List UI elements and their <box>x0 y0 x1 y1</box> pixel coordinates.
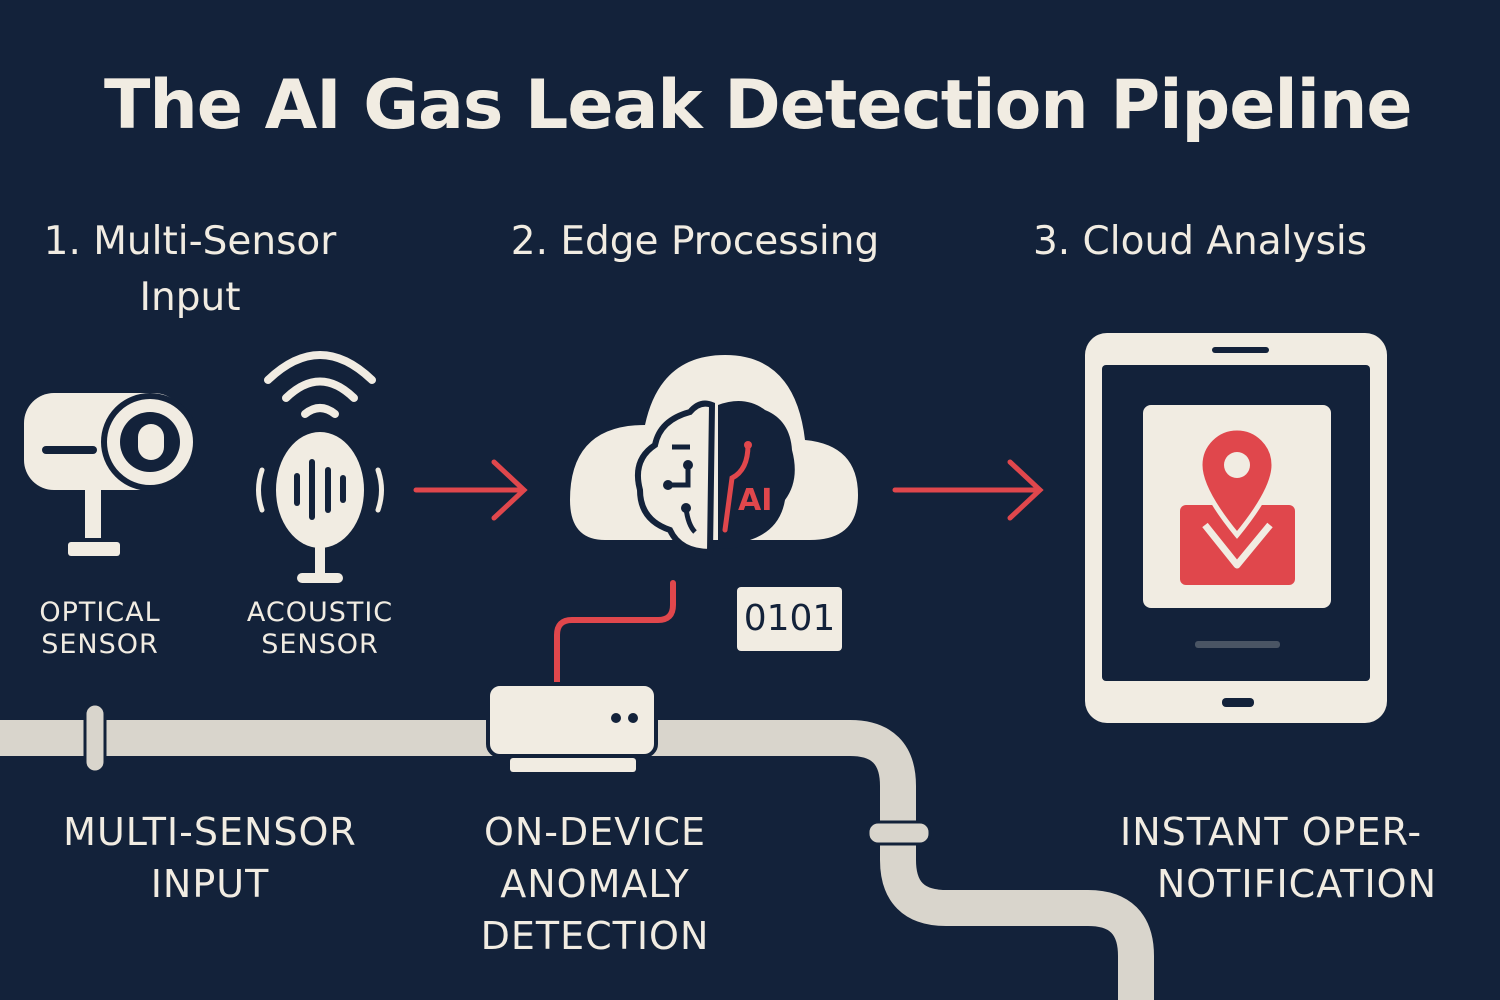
step-1-line: 1. Multi-Sensor <box>43 219 337 264</box>
caption-line: INSTANT OPER- <box>1120 810 1423 854</box>
step-1-heading: 1. Multi-Sensor Input <box>30 214 350 326</box>
caption-line: INPUT <box>150 862 270 906</box>
caption-line: NOTIFICATION <box>1156 862 1437 906</box>
caption-line: ON-DEVICE <box>483 810 707 854</box>
arrow-right-icon <box>892 459 1044 521</box>
arrow-right-icon <box>413 459 528 521</box>
location-alert-icon <box>1180 425 1295 585</box>
page-title: The AI Gas Leak Detection Pipeline <box>104 66 1412 145</box>
gas-pipe <box>0 720 1154 1000</box>
edge-device-icon <box>486 682 658 772</box>
cloud-ai-brain-icon: AI <box>570 355 858 556</box>
caption-line: DETECTION <box>480 914 710 958</box>
edge-caption: ON-DEVICE ANOMALY DETECTION <box>440 806 750 962</box>
optical-sensor-label: OPTICAL SENSOR <box>20 597 180 661</box>
acoustic-sensor-label: ACOUSTIC SENSOR <box>230 597 410 661</box>
pipe-joint <box>866 820 932 846</box>
data-cable <box>554 580 676 688</box>
caption-line: ANOMALY <box>500 862 690 906</box>
optical-sensor-icon <box>24 393 199 556</box>
binary-code-badge: 0101 <box>737 587 842 651</box>
pipe-joint <box>83 702 107 774</box>
notification-caption: INSTANT OPER- NOTIFICATION <box>1105 806 1465 910</box>
step-2-heading: 2. Edge Processing <box>510 219 880 264</box>
label-line: SENSOR <box>261 629 379 660</box>
label-line: OPTICAL <box>39 597 161 628</box>
input-caption: MULTI-SENSOR INPUT <box>30 806 390 910</box>
caption-line: MULTI-SENSOR <box>63 810 357 854</box>
ai-badge: AI <box>738 483 772 518</box>
tablet-icon <box>1085 333 1387 723</box>
label-line: SENSOR <box>41 629 159 660</box>
step-3-heading: 3. Cloud Analysis <box>1032 219 1368 264</box>
acoustic-sensor-icon <box>256 351 384 583</box>
label-line: ACOUSTIC <box>246 597 394 628</box>
step-1-line: Input <box>139 275 241 320</box>
